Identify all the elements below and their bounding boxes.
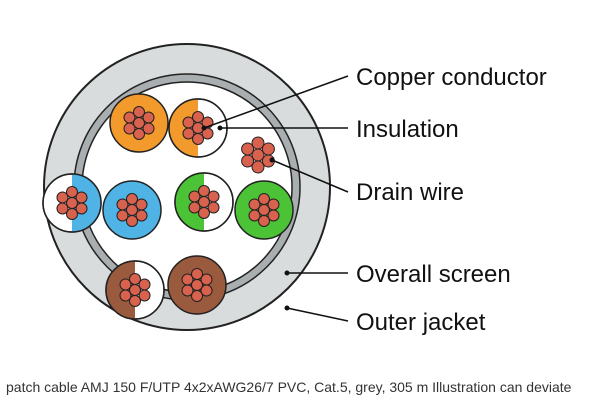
orange-wire-conductor: [123, 106, 155, 140]
overall-screen-leader-dot: [284, 270, 290, 276]
brown-wire-conductor: [181, 268, 213, 302]
drain-wire-label: Drain wire: [356, 179, 464, 206]
orange-wire: [109, 93, 169, 153]
copper-conductor-leader-dot: [201, 125, 207, 131]
outer-jacket-leader: [286, 307, 349, 322]
copper-conductor-leader: [203, 75, 349, 129]
copper-conductor-label: Copper conductor: [356, 64, 547, 91]
blue-white-wire-conductor: [56, 186, 88, 220]
insulation-label: Insulation: [356, 116, 459, 143]
green-wire: [234, 180, 294, 240]
green-white-wire: [174, 172, 234, 232]
overall-screen-label: Overall screen: [356, 261, 511, 288]
orange-white-wire-conductor: [182, 111, 214, 145]
drain-wire-leader: [271, 159, 349, 193]
blue-white-wire: [42, 173, 102, 233]
image-caption: patch cable AMJ 150 F/UTP 4x2xAWG26/7 PV…: [6, 379, 572, 395]
brown-white-wire: [105, 260, 165, 320]
insulation-leader-dot: [217, 125, 223, 131]
outer-jacket-leader-dot: [284, 305, 290, 311]
drain-wire-leader-dot: [269, 157, 275, 163]
blue-wire: [102, 180, 162, 240]
green-wire-conductor: [248, 193, 280, 227]
blue-wire-conductor: [116, 193, 148, 227]
outer-jacket-label: Outer jacket: [356, 309, 486, 336]
green-white-wire-conductor: [188, 185, 220, 219]
orange-white-wire: [168, 98, 228, 158]
brown-white-wire-conductor: [119, 273, 151, 307]
brown-wire: [167, 255, 227, 315]
